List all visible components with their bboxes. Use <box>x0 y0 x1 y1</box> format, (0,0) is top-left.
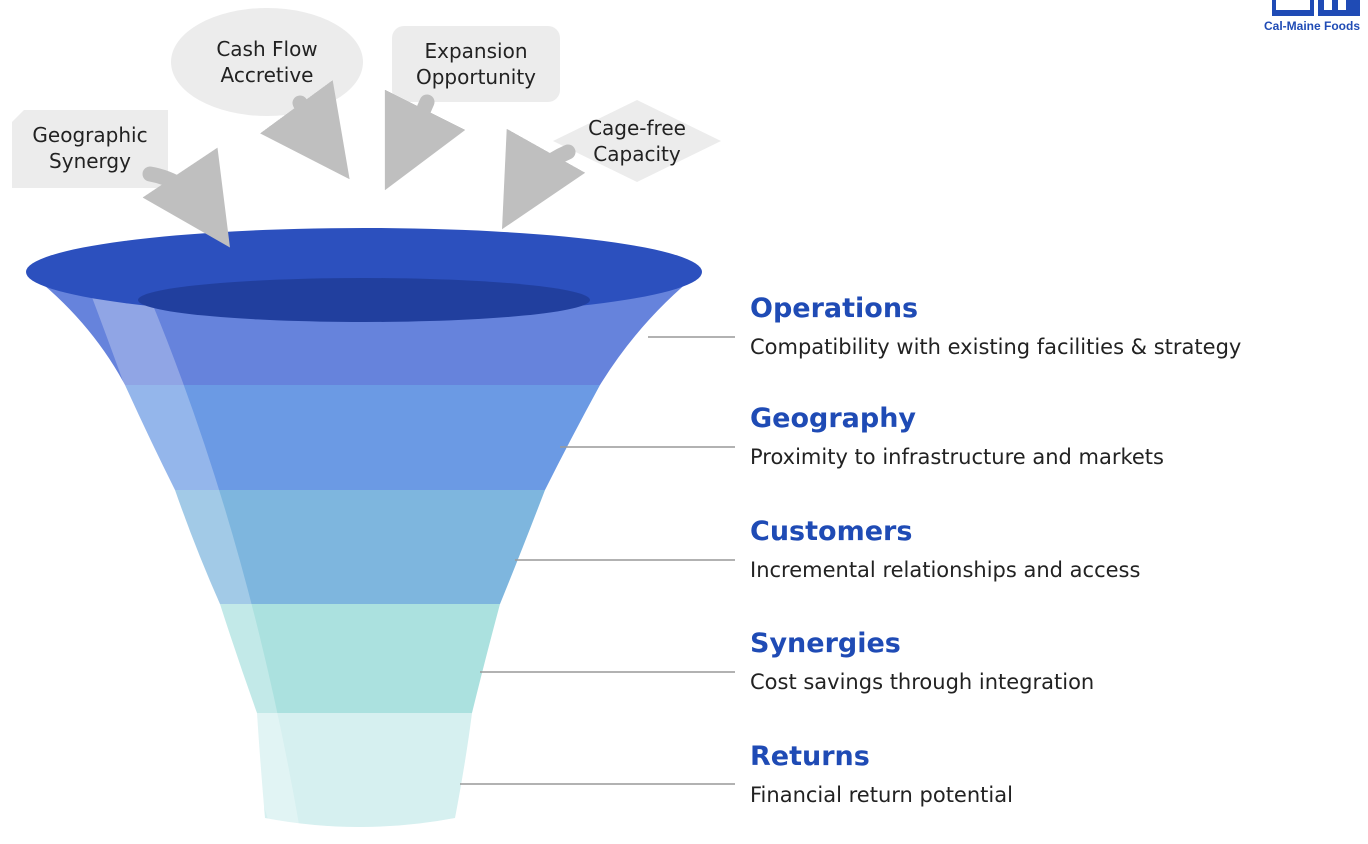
logo-mark-icon <box>1272 0 1360 16</box>
bubble-cash-flow-accretive-label: Cash Flow Accretive <box>216 37 318 87</box>
stage-geography-title: Geography <box>750 403 917 434</box>
bubble-expansion-opportunity-label: Expansion Opportunity <box>415 39 537 89</box>
funnel-band-customers <box>175 490 545 604</box>
stage-customers: Customers Incremental relationships and … <box>750 515 1140 585</box>
stage-returns: Returns Financial return potential <box>750 740 1013 810</box>
arrow-cash-flow-accretive <box>260 80 350 180</box>
stage-operations-description: Compatibility with existing facilities &… <box>750 335 1242 359</box>
stage-customers-description: Incremental relationships and access <box>750 558 1141 582</box>
stage-returns-description: Financial return potential <box>750 783 1013 807</box>
funnel-band-geography <box>125 385 600 490</box>
arrow-cage-free-capacity <box>501 128 586 230</box>
stage-synergies: Synergies Cost savings through integrati… <box>750 627 1094 697</box>
stage-operations-title: Operations <box>750 293 919 324</box>
cal-maine-foods-logo: Cal-Maine Foods <box>1230 0 1360 40</box>
logo-brand-text: Cal-Maine Foods <box>1263 19 1360 33</box>
arrow-expansion-opportunity <box>384 89 466 191</box>
funnel-highlight <box>90 292 300 830</box>
stage-synergies-description: Cost savings through integration <box>750 670 1095 694</box>
stage-geography: Geography Proximity to infrastructure an… <box>750 402 1164 472</box>
bubble-expansion-opportunity-shape <box>392 26 560 102</box>
stage-operations: Operations Compatibility with existing f… <box>750 292 1241 362</box>
stage-customers-title: Customers <box>750 516 913 547</box>
stage-returns-title: Returns <box>750 741 870 772</box>
arrow-geographic-synergy <box>142 147 230 248</box>
stage-synergies-title: Synergies <box>750 628 901 659</box>
funnel-band-returns <box>257 713 472 827</box>
bubble-geographic-synergy-label: Geographic Synergy <box>32 123 148 173</box>
bubble-geographic-synergy-shape <box>12 110 168 188</box>
funnel-band-synergies <box>220 604 500 713</box>
bubble-cage-free-capacity-label: Cage-free Capacity <box>588 116 686 166</box>
funnel-opening <box>138 278 590 322</box>
bubble-cage-free-capacity-shape <box>553 100 721 182</box>
stage-geography-description: Proximity to infrastructure and markets <box>750 445 1164 469</box>
